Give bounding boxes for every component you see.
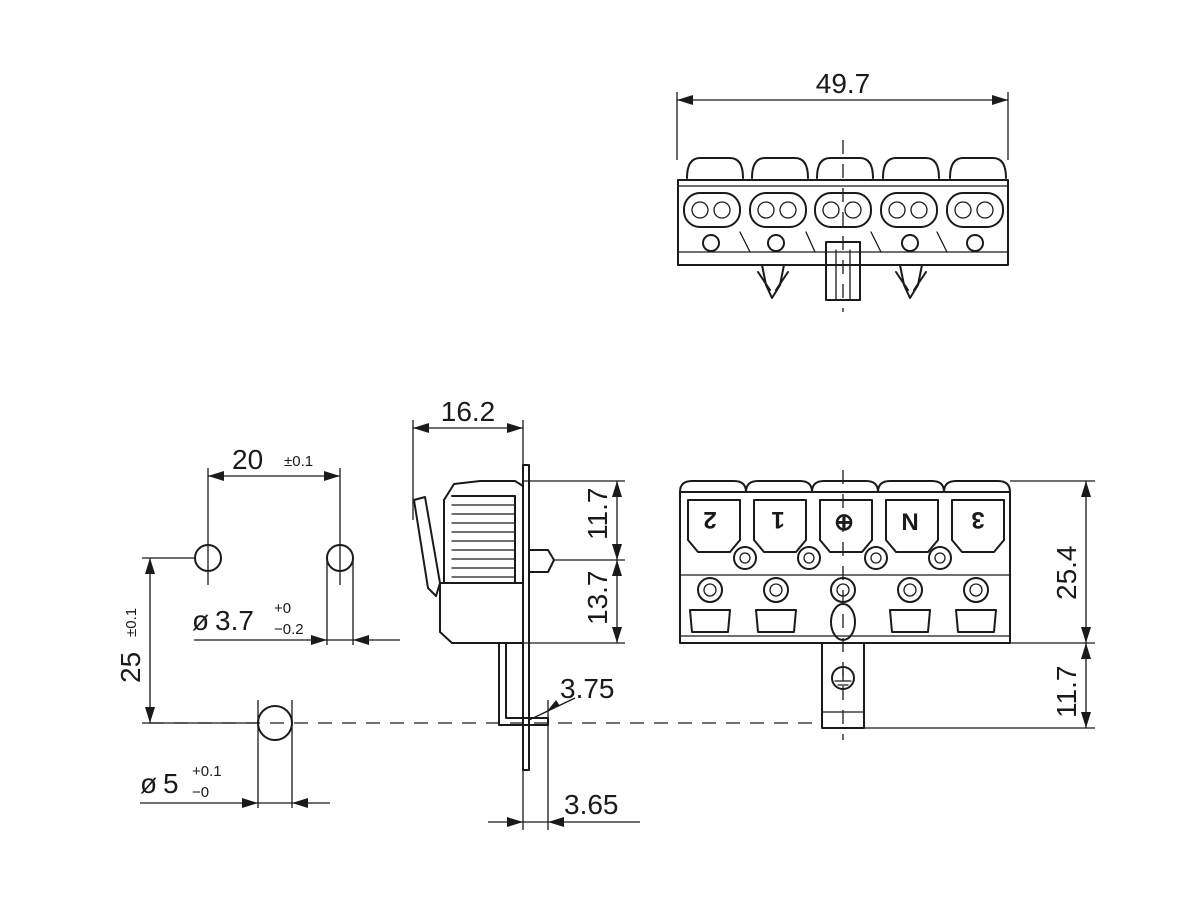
dimension-large-hole-prefix: ø	[140, 768, 157, 799]
dimension-total-height-label: 25.4	[1051, 546, 1082, 601]
dimension-hole-vertical-label: 25	[115, 652, 146, 683]
dimension-large-hole-label: 5	[163, 768, 179, 799]
top-view-clips	[757, 264, 927, 299]
side-view-ribs	[451, 504, 516, 578]
dimension-large-hole: ø 5 +0.1 −0	[140, 700, 330, 808]
dimension-top-width-label: 49.7	[816, 68, 871, 99]
side-view-lever	[413, 496, 441, 597]
marking-terminal-2: 2	[703, 506, 716, 533]
mounting-hole-pattern: 20 ±0.1 25 ±0.1 ø 3.7 +0 −0.2	[115, 444, 820, 808]
front-view-bottom-slots	[689, 609, 997, 633]
marking-terminal-1: 1	[771, 506, 784, 533]
top-view-body	[677, 179, 1009, 266]
dimension-hole-spacing-tolerance: ±0.1	[284, 453, 313, 470]
dimension-small-hole: ø 3.7 +0 −0.2	[192, 558, 400, 645]
dimension-large-hole-tol-upper: +0.1	[192, 763, 222, 780]
dimension-offset-a-label: 3.75	[560, 673, 615, 704]
front-view-release-slots	[687, 499, 1005, 553]
dimension-small-hole-tol-upper: +0	[274, 600, 291, 617]
dimension-mid-height-label: 13.7	[582, 571, 613, 626]
dimension-side-heights: 11.7 13.7	[523, 480, 625, 644]
top-view-release-holes	[702, 231, 984, 253]
front-view-lever-caps	[679, 480, 1011, 493]
dimension-tab-height-label: 11.7	[1051, 666, 1082, 718]
marking-terminal-3: 3	[971, 506, 984, 533]
top-view-wire-entries	[683, 192, 1004, 228]
dimension-depth-label: 16.2	[441, 396, 496, 427]
front-view-screw-heads	[733, 546, 952, 570]
top-view: 49.7	[676, 68, 1009, 312]
dimension-offset-a: 3.75	[528, 673, 615, 830]
dimension-top-width: 49.7	[676, 68, 1009, 160]
dimension-hole-vertical: 25 ±0.1	[115, 557, 258, 724]
side-view-mounting-plate	[522, 464, 530, 771]
dimension-small-hole-tol-lower: −0.2	[274, 621, 304, 638]
dimension-depth: 16.2	[412, 396, 524, 520]
dimension-hole-spacing-label: 20	[232, 444, 263, 475]
front-view-earth-tab	[821, 642, 865, 729]
dimension-small-hole-label: 3.7	[215, 605, 254, 636]
dimension-upper-height-label: 11.7	[582, 488, 613, 540]
front-view-terminal-markings: 2 1 ⊕ N 3	[703, 506, 984, 536]
dimension-front-heights: 25.4 11.7	[864, 480, 1095, 729]
dimension-hole-vertical-tolerance: ±0.1	[123, 608, 140, 637]
side-view: 16.2	[412, 396, 640, 830]
dimension-offset-b: 3.65	[488, 770, 640, 830]
top-view-levers	[686, 157, 1007, 179]
marking-terminal-n: N	[901, 509, 918, 536]
marking-terminal-earth: ⊕	[834, 509, 854, 536]
dimension-offset-b-label: 3.65	[564, 789, 619, 820]
dimension-large-hole-tol-lower: −0	[192, 784, 209, 801]
dimension-hole-spacing: 20 ±0.1	[207, 444, 341, 585]
dimension-small-hole-prefix: ø	[192, 605, 209, 636]
side-view-body	[439, 582, 524, 644]
front-view: 2 1 ⊕ N 3	[679, 470, 1095, 740]
side-view-clip	[528, 549, 555, 573]
top-view-earth-tab	[825, 140, 861, 312]
